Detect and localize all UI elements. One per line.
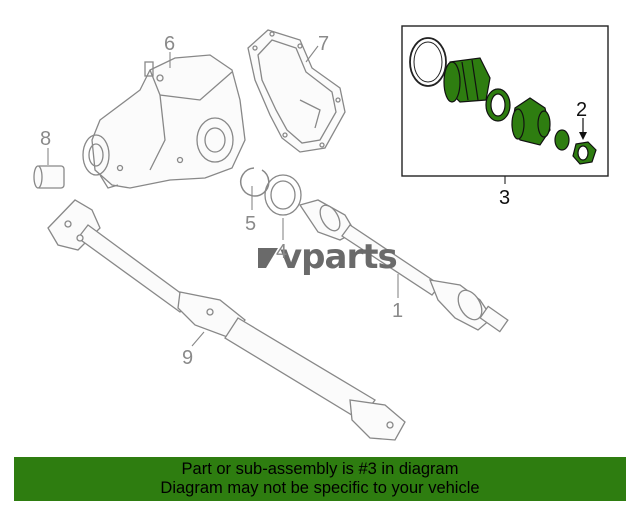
callout-9: 9 <box>182 347 193 369</box>
cover-gasket <box>247 29 346 153</box>
axle-nut <box>572 141 597 165</box>
cv-boot-large <box>443 57 491 103</box>
callout-3: 3 <box>499 187 510 209</box>
small-clamp <box>554 129 570 151</box>
banner-line-1: Part or sub-assembly is #3 in diagram <box>181 460 459 478</box>
callout-5: 5 <box>245 213 256 235</box>
callout-2: 2 <box>576 99 587 121</box>
bushing <box>33 165 65 189</box>
seal <box>264 174 302 216</box>
svg-text:vparts: vparts <box>280 237 397 277</box>
circlip <box>240 167 270 197</box>
cv-boot-small <box>511 97 551 146</box>
differential-housing <box>82 54 246 189</box>
callout-7: 7 <box>318 33 329 55</box>
info-banner: Part or sub-assembly is #3 in diagram Di… <box>14 457 626 501</box>
kit-box <box>401 25 609 177</box>
axle-shaft <box>298 199 509 333</box>
callout-6: 6 <box>164 33 175 55</box>
leader-lines <box>47 45 506 347</box>
callout-8: 8 <box>40 128 51 150</box>
watermark: vparts <box>258 237 398 277</box>
callout-1: 1 <box>392 300 403 322</box>
propeller-shaft <box>47 199 406 441</box>
clamp-band <box>485 88 511 122</box>
banner-line-2: Diagram may not be specific to your vehi… <box>160 479 480 497</box>
o-ring <box>409 37 447 87</box>
callout-4: 4 <box>276 241 287 263</box>
